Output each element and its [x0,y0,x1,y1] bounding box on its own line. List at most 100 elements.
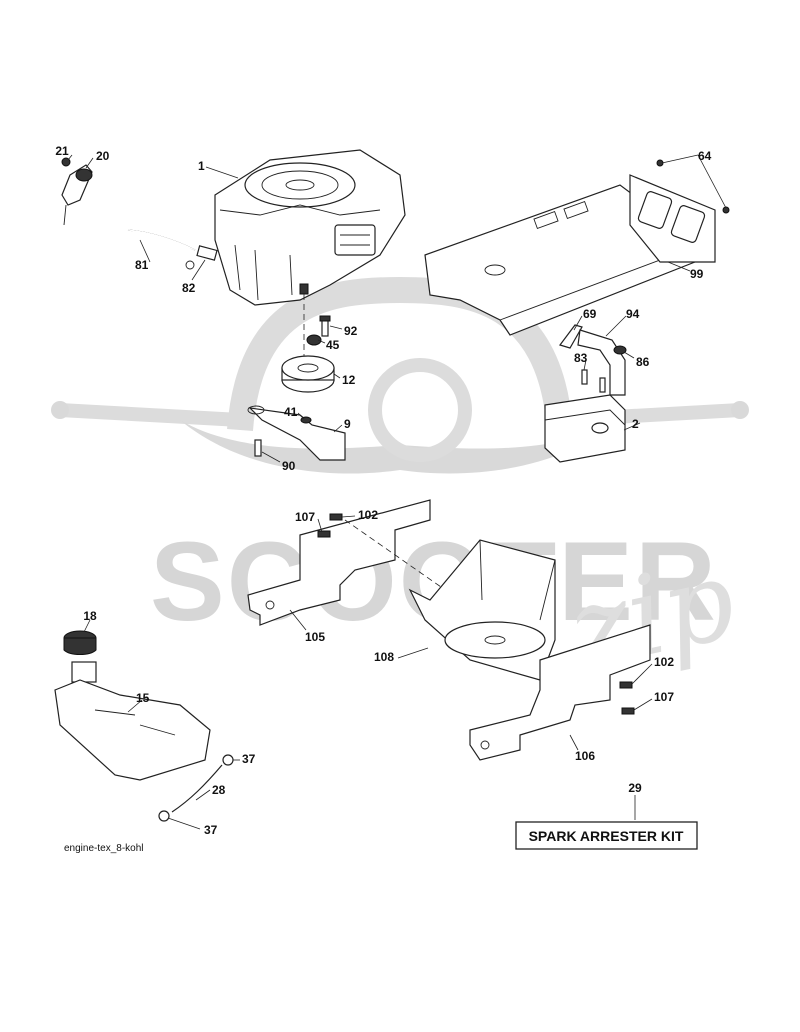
callout-45: 45 [326,338,340,352]
callout-99: 99 [690,267,704,281]
clamp-37a [222,754,234,766]
callout-12: 12 [342,373,356,387]
bolt-83a [581,369,588,385]
muffler [544,394,626,463]
switch-knob-20 [75,168,93,182]
screw-64b [722,206,730,214]
watermark-wheel [368,358,472,462]
fuel-hose-assembly [158,754,234,822]
callout-81: 81 [135,258,149,272]
callout-28: 28 [212,783,226,797]
callout-37-bottom: 37 [204,823,218,837]
callout-107-left: 107 [295,510,315,524]
choke-switch-assembly [61,157,93,226]
muffler-outlet [591,422,609,434]
callout-9: 9 [344,417,351,431]
callout-86: 86 [636,355,650,369]
engine-shaft [299,283,309,295]
callout-108: 108 [374,650,394,664]
tank-ribs [94,709,176,736]
fuel-hose-inner [127,229,196,251]
spark-arrester-kit: 29 SPARK ARRESTER KIT [515,781,698,850]
engine-mount-plate [424,159,730,336]
callout-102-right: 102 [654,655,674,669]
mount-plate-hole [484,264,506,276]
kit-box [515,821,698,850]
exhaust-gasket-right [670,205,706,243]
tank-15 [54,679,211,781]
callout-41: 41 [284,405,298,419]
watermark-right-knob [731,401,749,419]
right-heat-shield [469,624,651,761]
pulley-hub [297,363,319,373]
engine-cap [285,179,315,191]
bolt-92 [321,319,329,337]
shield-106-hole [480,740,490,750]
bolt-83b [599,377,606,393]
engine-base-shroud [408,539,556,681]
callout-64: 64 [698,149,712,163]
bolt-107b [621,707,635,715]
callout-105: 105 [305,630,325,644]
engine-shroud-line [219,204,381,216]
fuel-tank [54,661,211,781]
mount-plate-slot-2 [563,200,589,220]
leader-lines [67,154,727,830]
washer-45 [306,334,322,346]
exhaust-pipe-assembly [559,324,627,396]
kit-box-label: SPARK ARRESTER KIT [529,828,684,844]
bolt-92-head [319,315,331,322]
pulley-hardware [303,294,331,360]
callout-94: 94 [626,307,640,321]
shroud-hub [484,635,506,645]
engine-fins [234,244,293,301]
drawing-file-label: engine-tex_8-kohl [64,843,144,854]
callout-106: 106 [575,749,595,763]
watermark-left-knob [51,401,69,419]
tank-neck [71,661,97,683]
callout-107-right: 107 [654,690,674,704]
fuel-fitting-82 [196,245,218,261]
mount-plate-slot-1 [533,210,559,230]
callout-90: 90 [282,459,296,473]
clamp-37b [158,810,170,822]
callout-2: 2 [632,417,639,431]
cap-18 [63,637,97,655]
bracket-eye [247,405,265,415]
bolt-107a [317,530,331,538]
pulley-top [281,355,335,381]
engine [214,149,406,306]
engine-side-cover [334,224,376,256]
bolt-102a [329,513,343,521]
callout-15: 15 [136,691,150,705]
callout-69: 69 [583,307,597,321]
callout-92: 92 [344,324,358,338]
fuel-clip [185,260,195,270]
bolt-102b [619,681,633,689]
engine-top-cover [244,162,356,208]
fuel-cap [63,630,97,655]
hose-28 [171,764,223,813]
callout-20: 20 [96,149,110,163]
belt-guide-bracket [247,405,346,461]
muffler-body [544,394,626,463]
muffler-seam [544,409,626,426]
switch-cable [63,204,67,226]
shield-105 [247,499,431,626]
fuel-line-assembly [127,229,218,270]
bolt-90 [254,439,262,457]
watermark-arch [227,276,573,432]
callout-82: 82 [182,281,196,295]
callout-18: 18 [83,609,97,623]
shroud-walls [479,539,556,621]
pulley [281,355,335,393]
nut-86 [613,345,627,355]
shield-106 [469,624,651,761]
engine-air-cleaner [261,170,339,200]
callout-29: 29 [628,781,642,795]
callout-83: 83 [574,351,588,365]
callout-21: 21 [55,144,69,158]
shroud-base-plate [444,621,546,659]
callout-labels: 1 21 20 81 82 92 45 12 41 9 90 64 99 69 … [55,144,711,837]
